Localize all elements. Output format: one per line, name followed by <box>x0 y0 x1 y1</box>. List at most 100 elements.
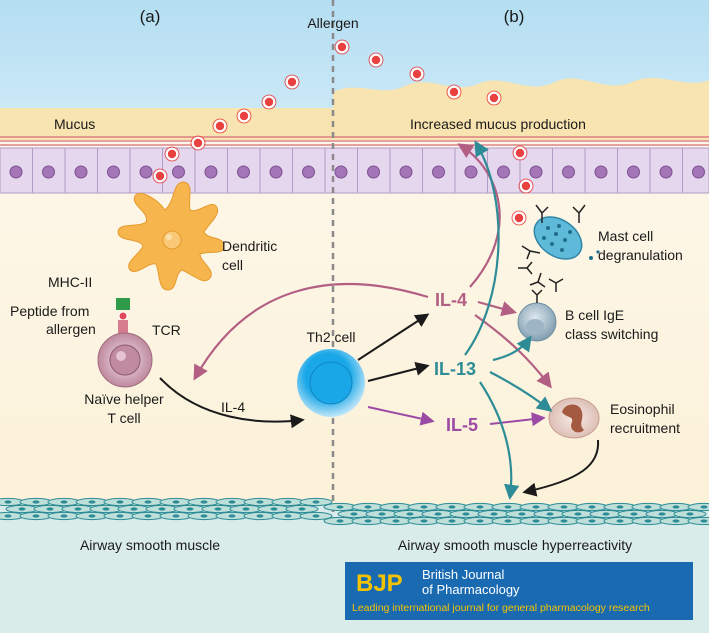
smooth-muscle-nucleus <box>172 500 180 504</box>
smooth-muscle-nucleus <box>532 505 540 509</box>
smooth-muscle-nucleus <box>546 512 554 516</box>
epithelial-cell-nucleus <box>432 165 445 179</box>
epithelial-cell-nucleus <box>139 165 153 179</box>
epithelial-cell-nucleus <box>659 165 673 179</box>
smooth-muscle-nucleus <box>686 512 694 516</box>
smooth-muscle-cell <box>687 502 709 512</box>
smooth-muscle-nucleus <box>392 519 400 523</box>
smooth-muscle-nucleus <box>350 512 358 516</box>
journal-banner: BJP British Journal of Pharmacology Lead… <box>345 562 693 620</box>
dendritic-cell <box>117 181 225 291</box>
smooth-muscle-nucleus <box>60 500 68 504</box>
tcr-molecule <box>118 320 128 334</box>
smooth-muscle-nucleus <box>364 519 372 523</box>
allergen-particle <box>513 146 527 160</box>
mucus-label: Mucus <box>54 116 95 132</box>
smooth-muscle-nucleus <box>284 500 292 504</box>
arrow-th2-to-il4 <box>357 313 430 361</box>
smooth-muscle-cells-right <box>323 502 709 526</box>
smooth-muscle-nucleus <box>574 512 582 516</box>
smooth-muscle-nucleus <box>284 514 292 518</box>
mast-label-line1: Mast cell <box>598 228 653 244</box>
eosinophil-label-line1: Eosinophil <box>610 401 675 417</box>
allergen-particle-ring <box>212 118 228 134</box>
epithelial-cell-nucleus <box>529 165 543 179</box>
smooth-muscle-nucleus <box>644 505 652 509</box>
airway-right-label: Airway smooth muscle hyperreactivity <box>398 537 632 553</box>
smooth-muscle-nucleus <box>312 500 320 504</box>
allergen-particle-ring <box>512 145 528 161</box>
allergen-particle <box>369 53 383 67</box>
journal-name-line1: British Journal <box>422 567 504 582</box>
allergen-particle <box>191 136 205 150</box>
epithelial-cell-nucleus <box>627 165 640 179</box>
allergen-particle-ring <box>236 108 252 124</box>
smooth-muscle-nucleus <box>228 500 236 504</box>
il4-small-label: IL-4 <box>221 399 245 415</box>
dendritic-label-line2: cell <box>222 257 243 273</box>
epithelial-cell-nucleus <box>107 165 120 179</box>
smooth-muscle-nucleus <box>434 512 442 516</box>
journal-tagline: Leading international journal for genera… <box>352 602 650 614</box>
smooth-muscle-nucleus <box>242 507 250 511</box>
allergen-particle <box>512 211 526 225</box>
il13-label: IL-13 <box>434 359 476 379</box>
il5-label: IL-5 <box>446 415 478 435</box>
allergen-particle-ring <box>334 39 350 55</box>
allergen-particle <box>487 91 501 105</box>
epithelial-cell-nucleus <box>172 165 185 179</box>
allergen-particle <box>213 119 227 133</box>
smooth-muscle-nucleus <box>102 507 110 511</box>
allergen-particle-ring <box>164 146 180 162</box>
mucus-layer-right <box>333 78 709 140</box>
allergen-particle <box>519 179 533 193</box>
smooth-muscle-nucleus <box>378 512 386 516</box>
naive-label-line2: T cell <box>107 410 140 426</box>
smooth-muscle-nucleus <box>74 507 82 511</box>
smooth-muscle-nucleus <box>46 507 54 511</box>
bcell-label-line2: class switching <box>565 326 658 342</box>
journal-name-line2: of Pharmacology <box>422 582 520 597</box>
smooth-muscle-cells-left <box>0 497 333 521</box>
smooth-muscle-nucleus <box>312 514 320 518</box>
smooth-muscle-nucleus <box>616 505 624 509</box>
smooth-muscle-nucleus <box>144 500 152 504</box>
epithelial-cell-nucleus <box>204 165 218 179</box>
arrow-th2-to-il13 <box>367 361 430 382</box>
smooth-muscle-nucleus <box>4 514 12 518</box>
smooth-muscle-nucleus <box>116 514 124 518</box>
smooth-muscle-nucleus <box>200 500 208 504</box>
allergen-particle <box>285 75 299 89</box>
th2-cell <box>297 349 365 417</box>
smooth-muscle-nucleus <box>588 505 596 509</box>
smooth-muscle-nucleus <box>518 512 526 516</box>
epithelial-cell-nucleus <box>74 165 88 179</box>
arrow-il4-to-mucus <box>457 143 501 288</box>
arrow-il13-to-mucus <box>464 140 500 356</box>
smooth-muscle-cell <box>687 516 709 526</box>
allergen-particle-ring <box>152 168 168 184</box>
epithelial-cell-nucleus <box>269 165 283 179</box>
smooth-muscle-nucleus <box>672 519 680 523</box>
allergen-particle-ring <box>368 52 384 68</box>
arrow-il13-to-smooth-muscle <box>479 381 520 501</box>
epithelial-cell-nucleus <box>399 165 413 179</box>
smooth-muscle-nucleus <box>560 519 568 523</box>
epithelial-cell-nucleus <box>594 165 608 179</box>
arrow-il4-to-naive <box>193 283 429 381</box>
epithelial-cell-nucleus <box>237 165 250 179</box>
smooth-muscle-nucleus <box>420 519 428 523</box>
arrow-th2-to-il5 <box>367 406 435 426</box>
peptide-label-line2: allergen <box>46 321 96 337</box>
smooth-muscle-nucleus <box>18 507 26 511</box>
smooth-muscle-nucleus <box>462 512 470 516</box>
allergen-particle-ring <box>446 84 462 100</box>
epithelial-cell-nucleus <box>302 165 315 179</box>
smooth-muscle-nucleus <box>406 512 414 516</box>
smooth-muscle-nucleus <box>144 514 152 518</box>
smooth-muscle-nucleus <box>88 514 96 518</box>
mhc-tcr-complex <box>116 298 130 334</box>
smooth-muscle-nucleus <box>4 500 12 504</box>
mast-cell <box>533 216 600 260</box>
